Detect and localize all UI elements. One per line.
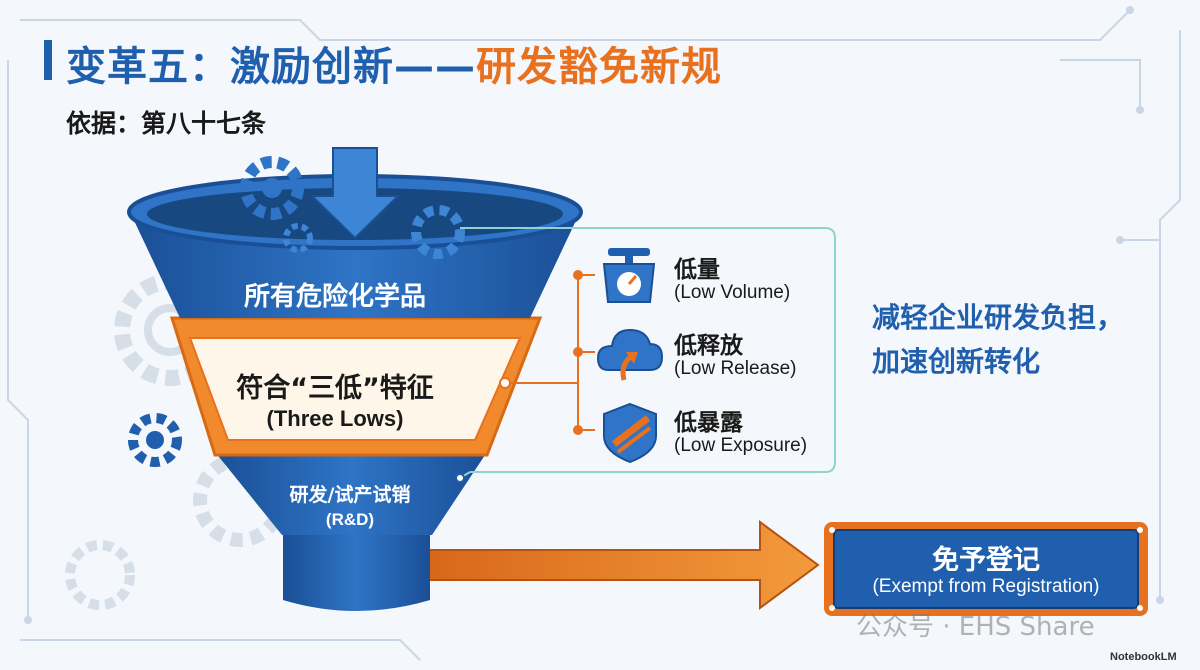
low-exposure-label: 低暴露: [674, 410, 743, 436]
input-down-arrow-icon: [309, 147, 401, 240]
exempt-title-en: (Exempt from Registration): [872, 576, 1100, 597]
page-title: 变革五：激励创新——研发豁免新规: [66, 44, 722, 90]
page-subtitle: 依据：第八十七条: [66, 109, 267, 138]
low-volume-label-en: (Low Volume): [674, 282, 791, 303]
benefit-line-2: 加速创新转化: [872, 345, 1041, 378]
low-exposure-label-en: (Low Exposure): [674, 435, 808, 456]
page-title-accent: 研发豁免新规: [476, 44, 722, 90]
funnel-bottom-label: 研发/试产试销: [289, 484, 411, 506]
low-release-label-en: (Low Release): [674, 358, 797, 379]
exempt-result-box: [824, 522, 1148, 616]
three-lows-panel: [460, 227, 836, 473]
funnel-lower-section: [215, 452, 487, 535]
funnel-middle-label-en: (Three Lows): [266, 406, 404, 431]
title-accent-bar: [44, 40, 52, 80]
shield-icon: [603, 402, 657, 464]
funnel-top-label: 所有危险化学品: [243, 282, 426, 312]
funnel-spout: [283, 530, 430, 611]
watermark: 公众号 · EHS Share: [856, 612, 1095, 642]
funnel-middle-label: 符合“三低”特征: [236, 373, 434, 404]
low-volume-label: 低量: [674, 257, 720, 283]
funnel-gear-icon: [240, 156, 465, 259]
low-release-label: 低释放: [674, 333, 743, 359]
brand-label: NotebookLM: [1110, 651, 1177, 663]
funnel-bottom-label-en: (R&D): [325, 510, 375, 529]
gear-icon: [128, 413, 182, 467]
scale-icon: [602, 248, 656, 303]
benefit-line-1: 减轻企业研发负担，: [872, 301, 1125, 334]
cloud-release-icon: [596, 328, 664, 381]
exempt-title: 免予登记: [932, 545, 1040, 576]
